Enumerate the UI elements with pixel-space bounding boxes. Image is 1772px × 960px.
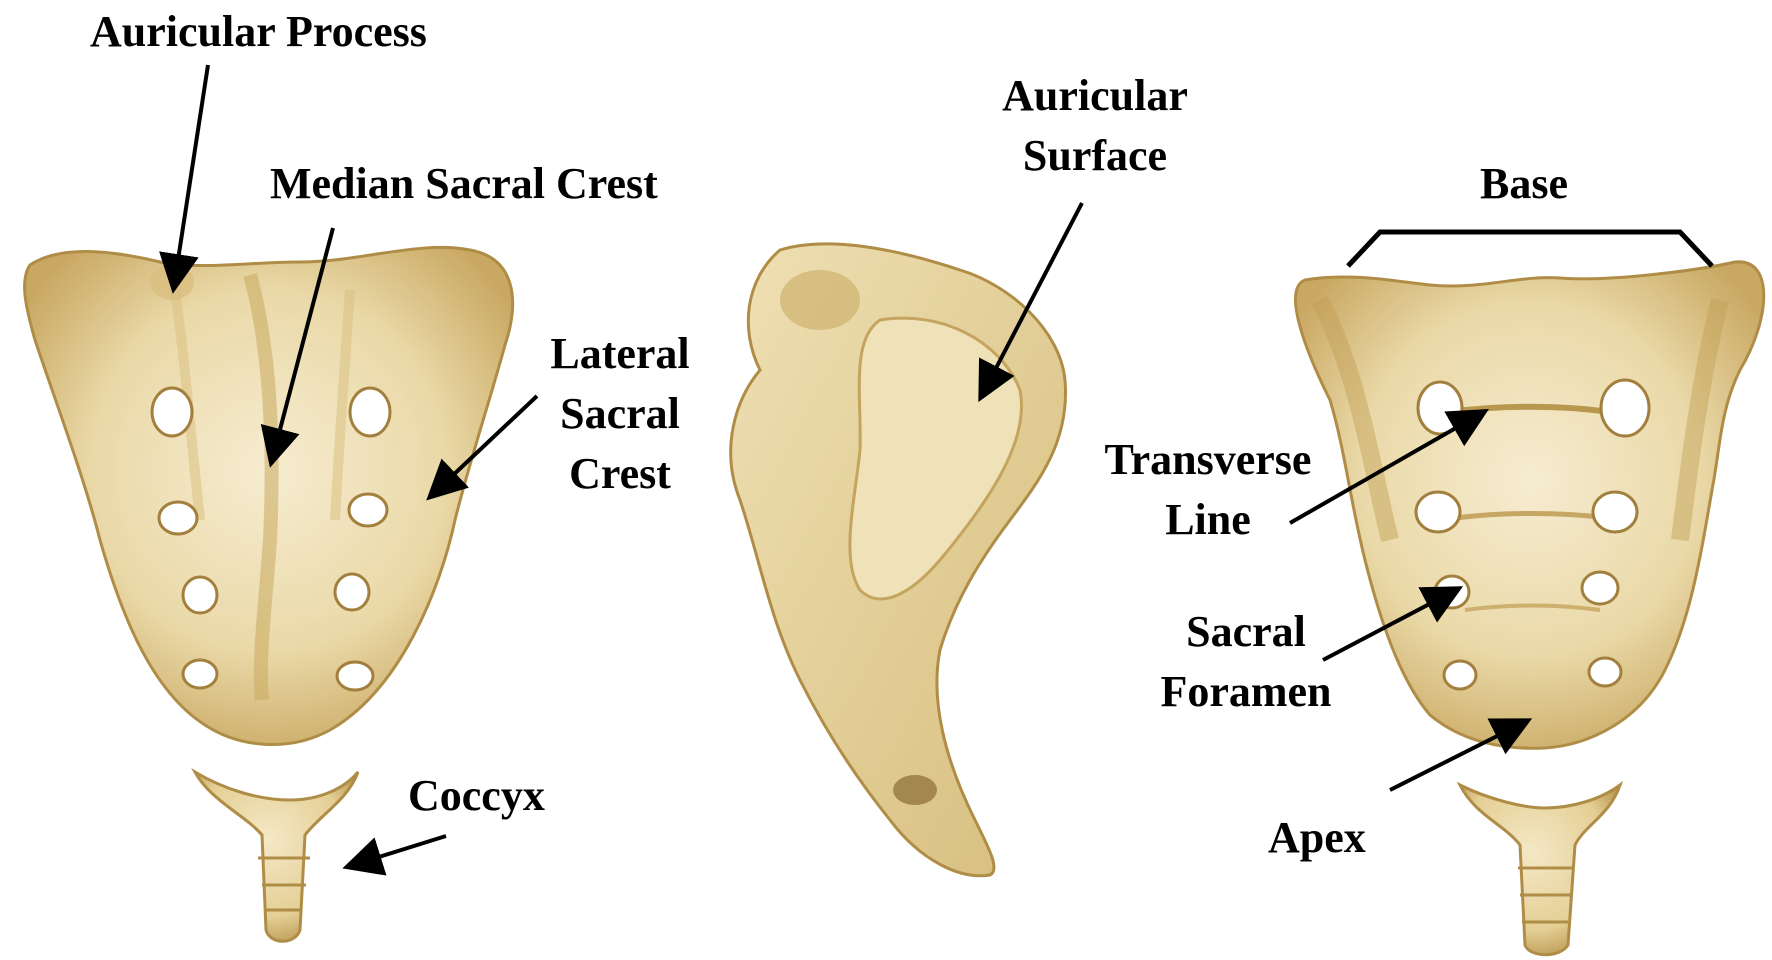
foramen [337,662,373,690]
arrow-coccyx [350,836,446,866]
foramen [349,494,387,526]
lateral-sacrum [731,244,1066,876]
label-sacral-foramen: Sacral Foramen [1146,602,1346,722]
foramen [159,502,197,534]
label-median-sacral-crest: Median Sacral Crest [270,154,658,214]
label-auricular-process: Auricular Process [90,2,427,62]
foramen [335,574,369,610]
foramen [1601,380,1649,436]
foramen [1444,661,1476,689]
foramen [350,388,390,436]
foramen [1593,492,1637,532]
label-coccyx: Coccyx [408,766,545,826]
foramen [1416,492,1460,532]
foramen [183,660,217,688]
label-lateral-sacral-crest: Lateral Sacral Crest [530,324,710,504]
coccyx-anterior [1460,785,1620,955]
auricular-surface-area [850,318,1022,599]
label-base: Base [1480,154,1568,214]
foramen [1582,572,1618,604]
coccyx-posterior [195,772,358,941]
anterior-sacrum [1295,262,1763,748]
foramen [152,388,192,436]
foramen [183,577,217,613]
foramen [1589,658,1621,686]
arrow-auricular-process [174,65,208,286]
posterior-sacrum [25,247,513,744]
base-bracket [1348,232,1712,266]
label-apex: Apex [1268,808,1366,868]
label-transverse-line: Transverse Line [1092,430,1324,550]
label-auricular-surface: Auricular Surface [985,66,1205,186]
